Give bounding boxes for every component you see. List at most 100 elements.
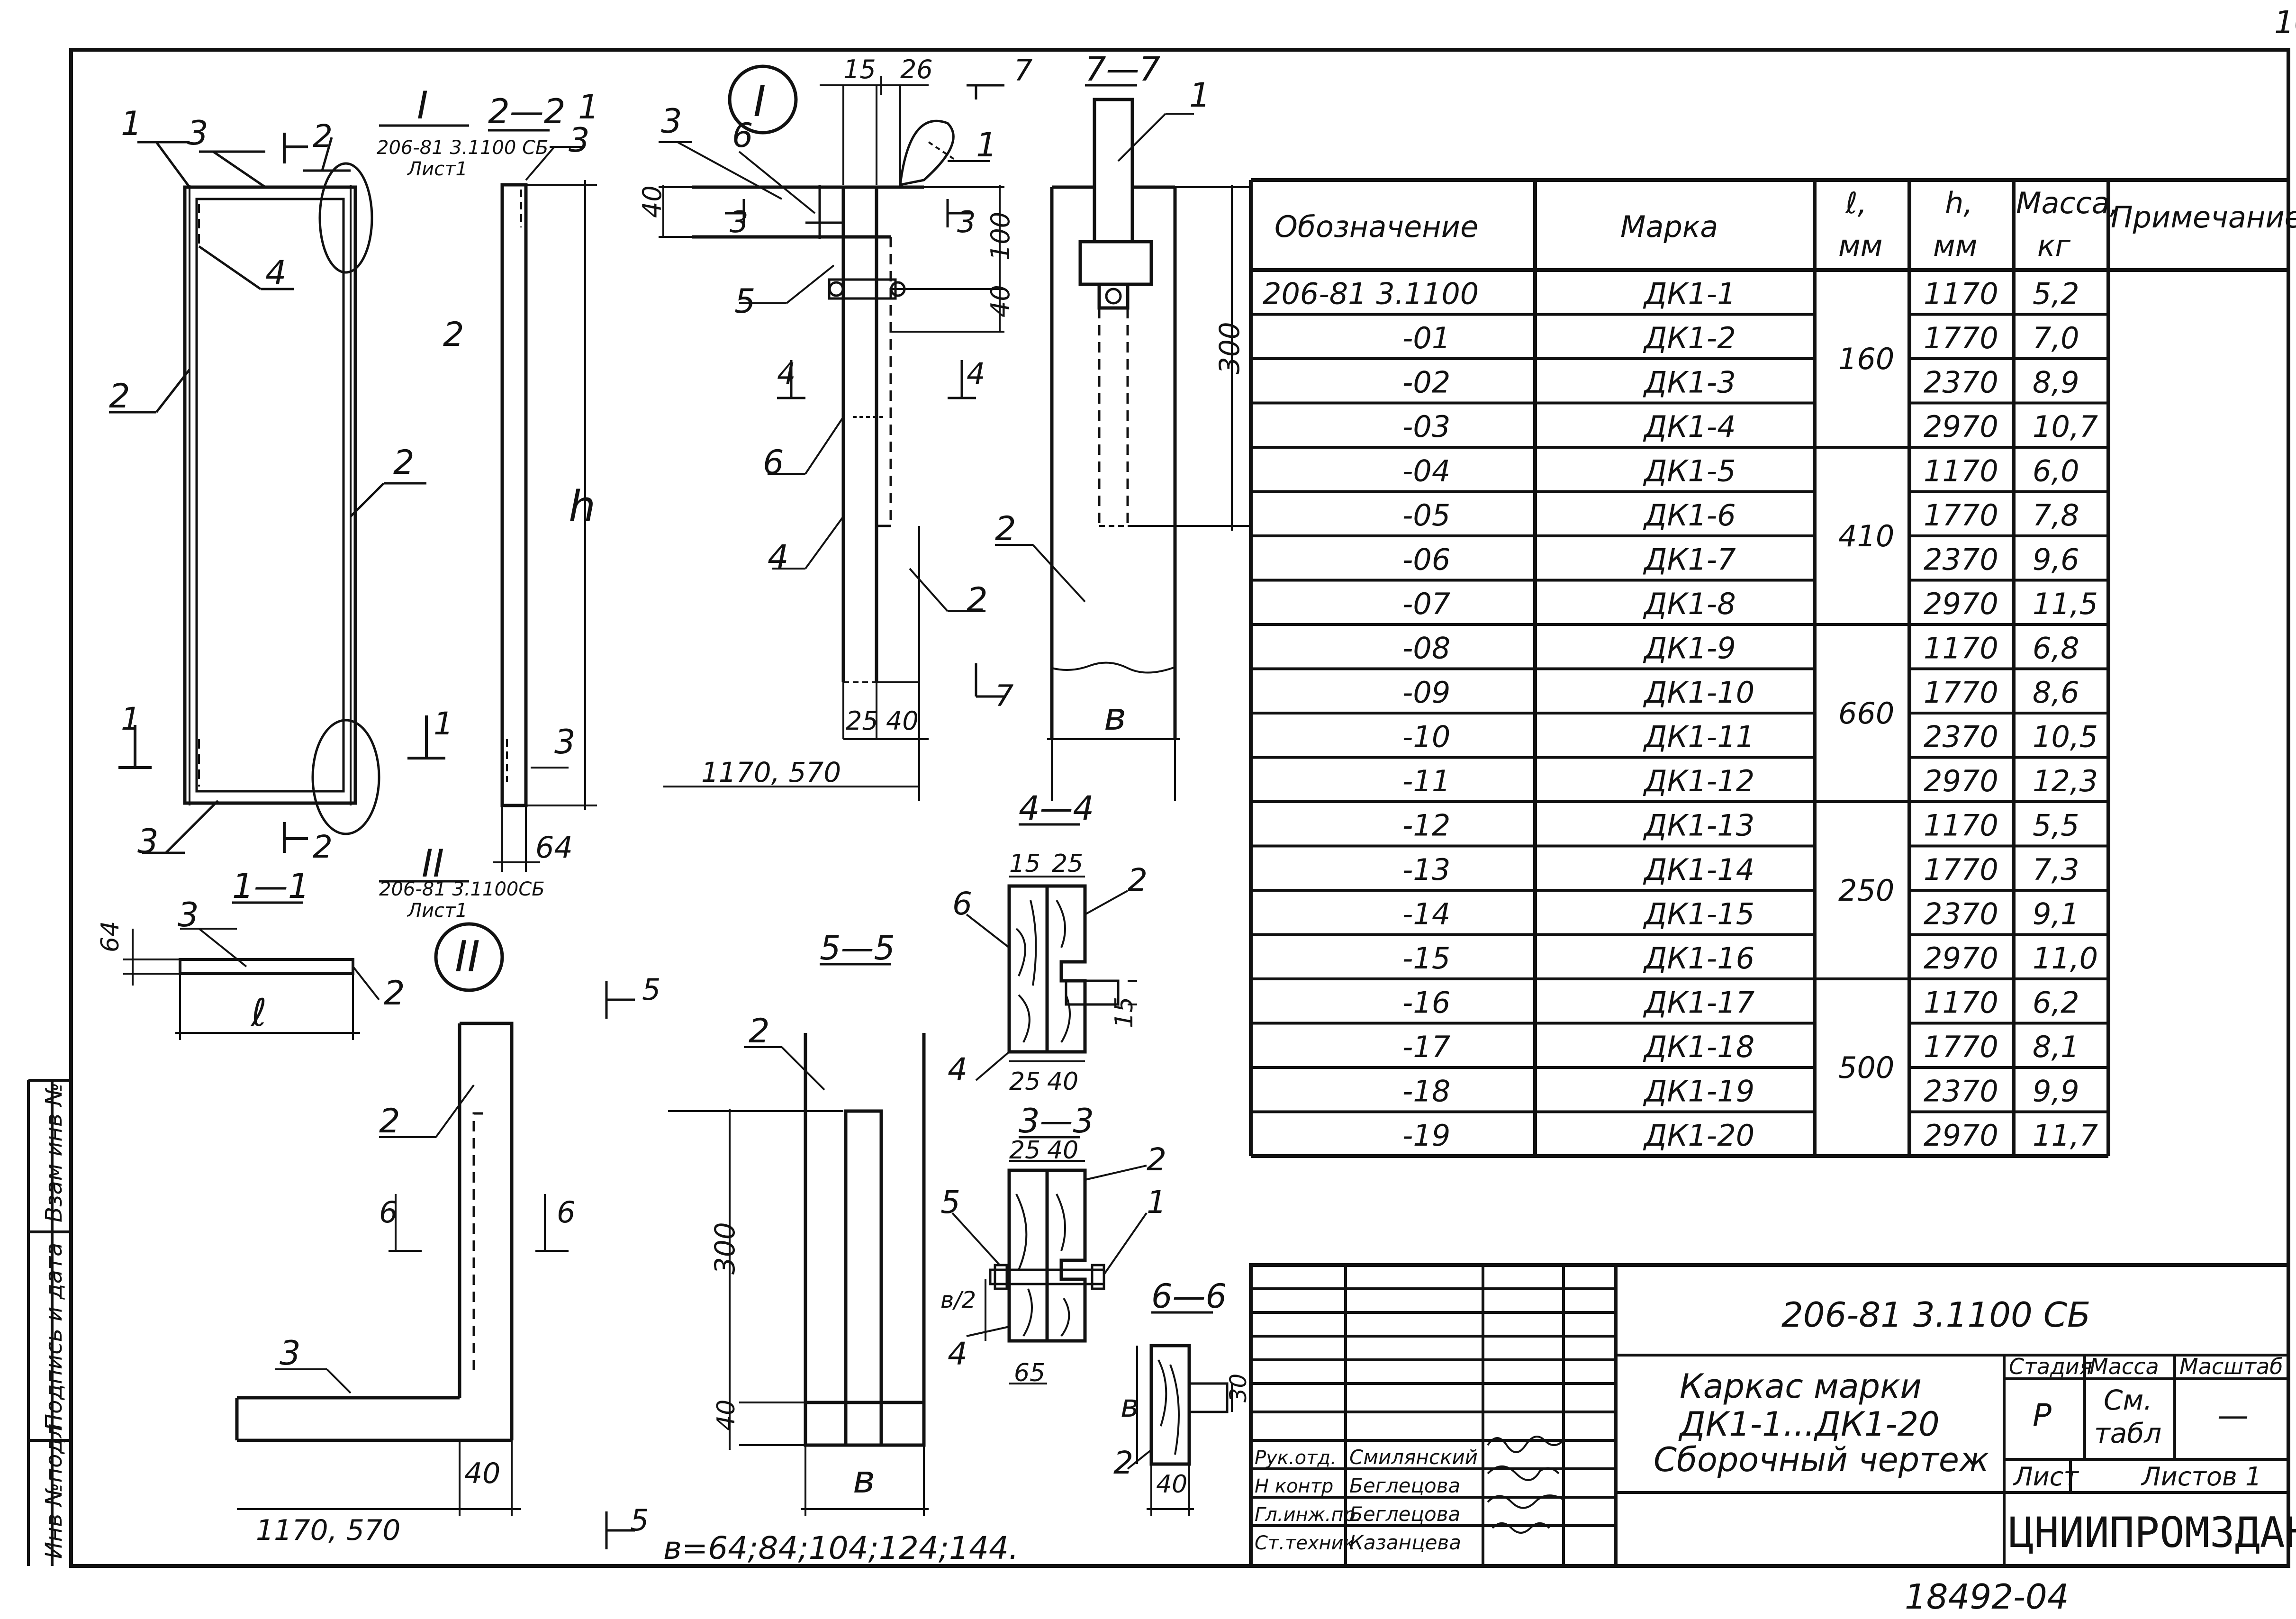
section-7-7-title: 7—7 bbox=[1085, 50, 1160, 89]
pos-label: 2 bbox=[995, 509, 1016, 548]
section-2-2-title: 2—2 bbox=[488, 91, 566, 131]
dim-64: 64 bbox=[535, 830, 573, 865]
spec-cell-mass: 9,1 bbox=[2033, 897, 2079, 932]
spec-cell-mass: 7,8 bbox=[2033, 498, 2079, 533]
spec-cell-mark: ДК1-13 bbox=[1643, 808, 1754, 843]
spec-cell-h: 2370 bbox=[1924, 543, 1998, 577]
pos-label: 1 bbox=[121, 104, 142, 143]
dim-300-b: 300 bbox=[709, 1222, 741, 1275]
dim-64-b: 64 bbox=[96, 921, 125, 952]
scale-value: — bbox=[2217, 1397, 2249, 1434]
dim-b-66: в bbox=[1121, 1388, 1139, 1424]
pos-label: 3 bbox=[554, 723, 576, 761]
dim-b: в bbox=[1104, 695, 1126, 739]
spec-cell-designation: -16 bbox=[1402, 986, 1450, 1020]
section-2-2-view bbox=[493, 146, 597, 872]
pos-label: 4 bbox=[948, 1051, 967, 1088]
spec-cell-h: 2370 bbox=[1924, 897, 1998, 932]
frame-elevation bbox=[183, 162, 380, 835]
section-arrow-label: 1 bbox=[434, 705, 453, 742]
title-block-grid bbox=[1249, 1263, 2290, 1568]
dim-15-c: 15 bbox=[1110, 997, 1139, 1028]
sheets-label: Листов 1 bbox=[2141, 1462, 2261, 1492]
dim-40: 40 bbox=[464, 1457, 500, 1490]
section-arrow-label: 3 bbox=[957, 205, 976, 239]
spec-cell-mass: 9,9 bbox=[2033, 1074, 2079, 1109]
node-i-detail bbox=[659, 76, 1004, 801]
organization-name: ЦНИИПРОМЗДАНИЙ bbox=[2009, 1508, 2296, 1557]
dim-40-c: 40 bbox=[1047, 1067, 1078, 1096]
spec-cell-designation: -12 bbox=[1402, 808, 1450, 843]
pos-label: 2 bbox=[1113, 1445, 1133, 1481]
dim-40-node3: 40 bbox=[886, 706, 919, 736]
spec-cell-mass: 8,1 bbox=[2033, 1030, 2079, 1064]
spec-cell-mass: 11,0 bbox=[2033, 941, 2098, 976]
stage-label: Стадия bbox=[2009, 1354, 2092, 1379]
page-number: 10 bbox=[2274, 4, 2296, 41]
dim-40-e: 40 bbox=[1156, 1470, 1187, 1499]
stage-value: Р bbox=[2033, 1397, 2052, 1434]
node-i-circle-label: I bbox=[753, 77, 766, 127]
dim-b-half: в/2 bbox=[940, 1287, 976, 1313]
section-arrow-label: 2 bbox=[313, 118, 333, 154]
spec-cell-mark: ДК1-14 bbox=[1643, 852, 1754, 887]
spec-cell-designation: -11 bbox=[1402, 764, 1450, 798]
sheet-frame bbox=[69, 48, 2290, 1568]
node-ref-top-sheet: Лист1 bbox=[407, 158, 468, 180]
pos-label: 6 bbox=[952, 886, 972, 922]
spec-cell-mark: ДК1-2 bbox=[1643, 321, 1736, 355]
spec-cell-mark: ДК1-16 bbox=[1643, 941, 1754, 976]
spec-cell-mark: ДК1-5 bbox=[1643, 454, 1736, 488]
b-formula: в=64;84;104;124;144. bbox=[663, 1530, 1019, 1566]
dim-15: 15 bbox=[843, 54, 876, 84]
pos-label: 2 bbox=[967, 580, 988, 619]
dim-1170-570: 1170, 570 bbox=[256, 1514, 400, 1547]
spec-cell-mark: ДК1-4 bbox=[1643, 409, 1736, 444]
spec-cell-designation: -03 bbox=[1402, 409, 1450, 444]
node-ii-circle bbox=[434, 922, 504, 992]
spec-cell-h: 1170 bbox=[1924, 808, 1998, 843]
sheet-label: Лист bbox=[2013, 1462, 2079, 1492]
pos-label: 6 bbox=[763, 443, 784, 482]
pos-label: 3 bbox=[661, 102, 682, 141]
dim-26: 26 bbox=[900, 54, 933, 84]
pos-label: 2 bbox=[749, 1012, 770, 1050]
header-mass: Масса, bbox=[2016, 186, 2119, 220]
spec-cell-mark: ДК1-6 bbox=[1643, 498, 1736, 533]
dim-30: 30 bbox=[1225, 1374, 1252, 1402]
spec-cell-h: 1770 bbox=[1924, 1030, 1998, 1064]
section-6-6-view bbox=[1127, 1344, 1233, 1516]
spec-cell-mark: ДК1-12 bbox=[1643, 764, 1754, 798]
spec-cell-l: 160 bbox=[1838, 342, 1894, 376]
spec-cell-l: 660 bbox=[1838, 696, 1894, 731]
header-l-unit: мм bbox=[1838, 228, 1883, 263]
spec-cell-mark: ДК1-8 bbox=[1643, 587, 1736, 621]
dim-1170-570-b: 1170, 570 bbox=[701, 756, 841, 788]
pos-label: 4 bbox=[948, 1336, 967, 1372]
spec-cell-mass: 9,6 bbox=[2033, 543, 2079, 577]
doc-code: 206-81 3.1100 СБ bbox=[1781, 1295, 2090, 1335]
spec-cell-h: 1770 bbox=[1924, 675, 1998, 710]
dim-40-node2: 40 bbox=[985, 285, 1015, 317]
section-arrow-label: 7 bbox=[1014, 53, 1032, 88]
section-5-5-title: 5—5 bbox=[820, 929, 895, 968]
pos-label: 2 bbox=[109, 377, 130, 416]
pos-label: 1 bbox=[1189, 76, 1211, 115]
spec-cell-designation: -18 bbox=[1402, 1074, 1450, 1109]
mass-value-1: См. bbox=[2104, 1384, 2152, 1416]
section-arrows bbox=[118, 133, 445, 853]
spec-cell-designation: -01 bbox=[1402, 321, 1450, 355]
spec-cell-h: 1170 bbox=[1924, 454, 1998, 488]
spec-cell-designation: -08 bbox=[1402, 631, 1450, 666]
pos-label: 2 bbox=[1128, 862, 1148, 898]
dim-b-2: в bbox=[853, 1457, 875, 1501]
node-ii-detail bbox=[235, 1022, 569, 1516]
pos-label: 2 bbox=[393, 443, 415, 482]
spec-cell-mark: ДК1-17 bbox=[1643, 986, 1754, 1020]
pos-label: 1 bbox=[1147, 1184, 1166, 1221]
header-designation: Обозначение bbox=[1275, 209, 1478, 244]
mass-value-2: табл bbox=[2094, 1417, 2161, 1449]
